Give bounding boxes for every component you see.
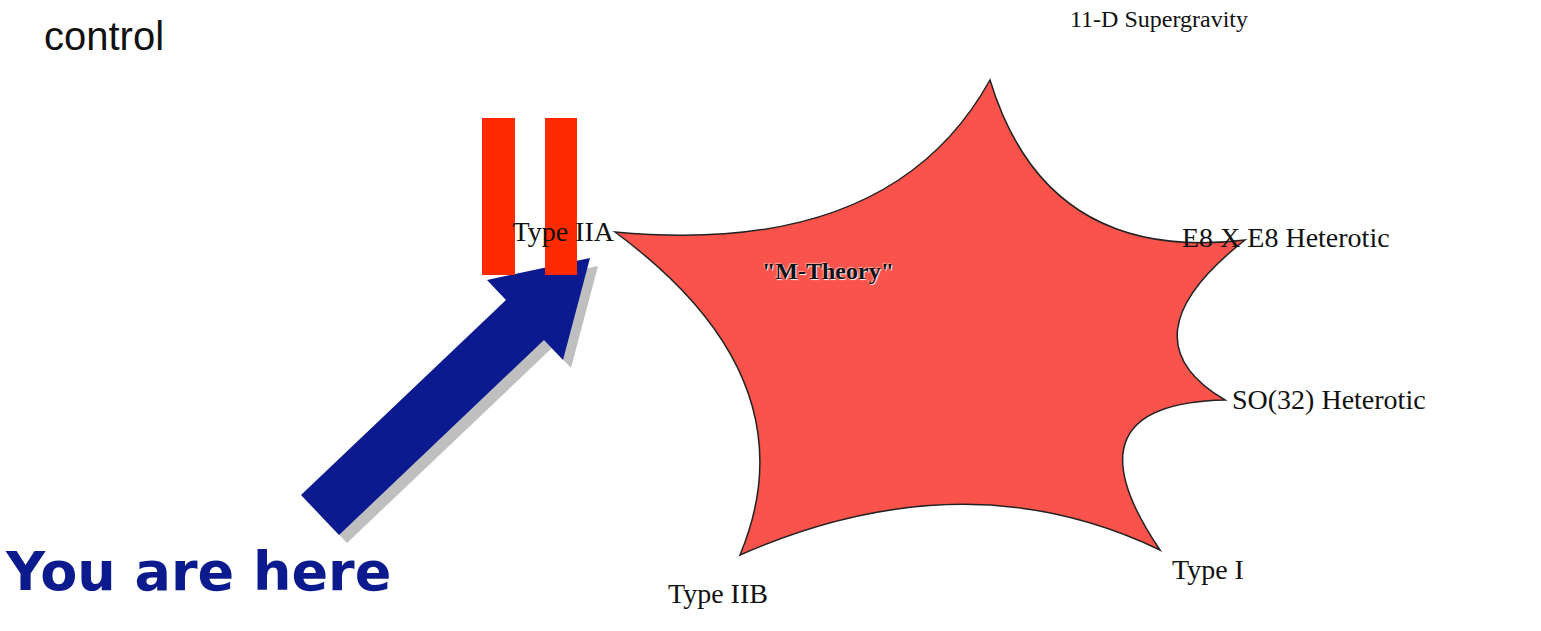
you-are-here-arrow (301, 258, 590, 535)
location-callout: You are here (6, 540, 391, 603)
red-bar (545, 118, 577, 275)
theory-title: "M-Theory" (762, 258, 894, 285)
vertex-label: Type IIB (668, 578, 768, 610)
red-bar (482, 118, 515, 275)
vertex-label: Type IIA (513, 216, 614, 248)
vertex-label: Type I (1172, 554, 1244, 586)
vertex-label: SO(32) Heterotic (1232, 384, 1426, 416)
vertex-label: E8 X E8 Heterotic (1182, 222, 1390, 254)
star-shape (615, 80, 1245, 555)
vertex-label: 11-D Supergravity (1070, 6, 1248, 33)
slide-fragment: control (44, 14, 164, 59)
star-outline (600, 70, 1260, 570)
theory-star: "M-Theory" (600, 70, 1260, 570)
